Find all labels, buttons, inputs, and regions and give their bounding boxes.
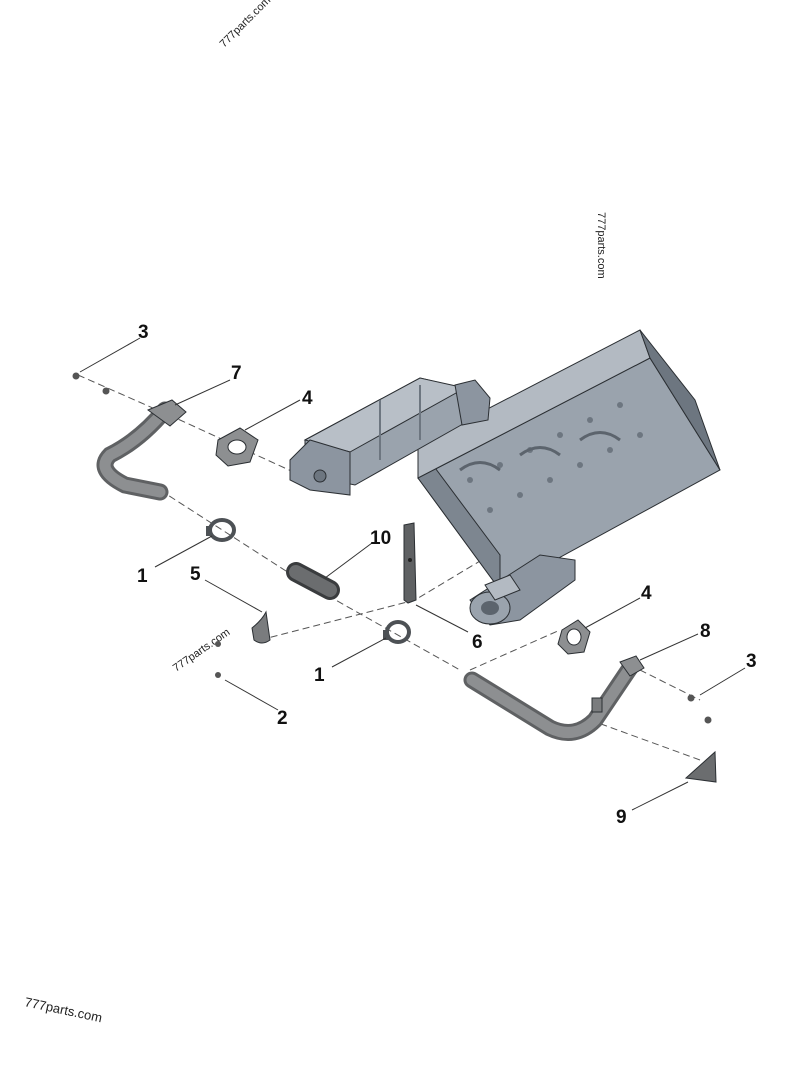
leader-9 (631, 781, 689, 811)
callout-9: 9 (616, 807, 627, 828)
bolt-part-3-lower (687, 694, 712, 724)
tube-clip (251, 610, 271, 644)
leader-1a (154, 535, 213, 568)
gasket-upper (215, 427, 259, 467)
callout-3-lower: 3 (746, 651, 757, 672)
leader-7 (174, 379, 231, 406)
callout-6: 6 (472, 632, 483, 653)
leader-8 (639, 633, 699, 661)
watermark-right: 777parts.com (595, 212, 607, 279)
watermark-bottom: 777parts.com (23, 994, 103, 1025)
callout-4-upper: 4 (302, 388, 313, 409)
callout-5: 5 (190, 564, 201, 585)
leader-5 (204, 579, 263, 613)
leader-4b (584, 597, 641, 629)
leader-3a (79, 337, 141, 373)
reference-triangle (684, 750, 717, 783)
leader-4a (244, 399, 301, 431)
callout-2: 2 (277, 708, 288, 729)
hose-clamp-upper (206, 518, 236, 542)
leader-10 (324, 542, 373, 579)
watermark-top: 777parts.com (218, 0, 274, 50)
lower-coolant-tube (463, 655, 645, 741)
watermark-middle: 777parts.com (171, 626, 232, 674)
support-bracket (403, 522, 417, 604)
leader-1b (331, 637, 387, 668)
callout-8: 8 (700, 621, 711, 642)
cylinder-head (417, 329, 721, 592)
callout-10: 10 (370, 528, 391, 549)
leader-2 (224, 679, 279, 711)
leader-6 (415, 604, 469, 633)
egr-cooler (289, 377, 491, 496)
leader-3b (699, 667, 746, 696)
callout-1-upper: 1 (137, 566, 148, 587)
callout-4-lower: 4 (641, 583, 652, 604)
callout-3-upper: 3 (138, 322, 149, 343)
hose-clamp-lower (383, 620, 411, 644)
connecting-hose (286, 562, 340, 600)
bolt-part-3-upper (72, 372, 110, 395)
gasket-lower (557, 619, 591, 655)
callout-7: 7 (231, 363, 242, 384)
assembly-line-lower (469, 629, 701, 761)
outlet-elbow (469, 554, 576, 626)
callout-1-lower: 1 (314, 665, 325, 686)
bolt-part-2 (215, 641, 221, 678)
upper-coolant-tube (96, 399, 187, 501)
